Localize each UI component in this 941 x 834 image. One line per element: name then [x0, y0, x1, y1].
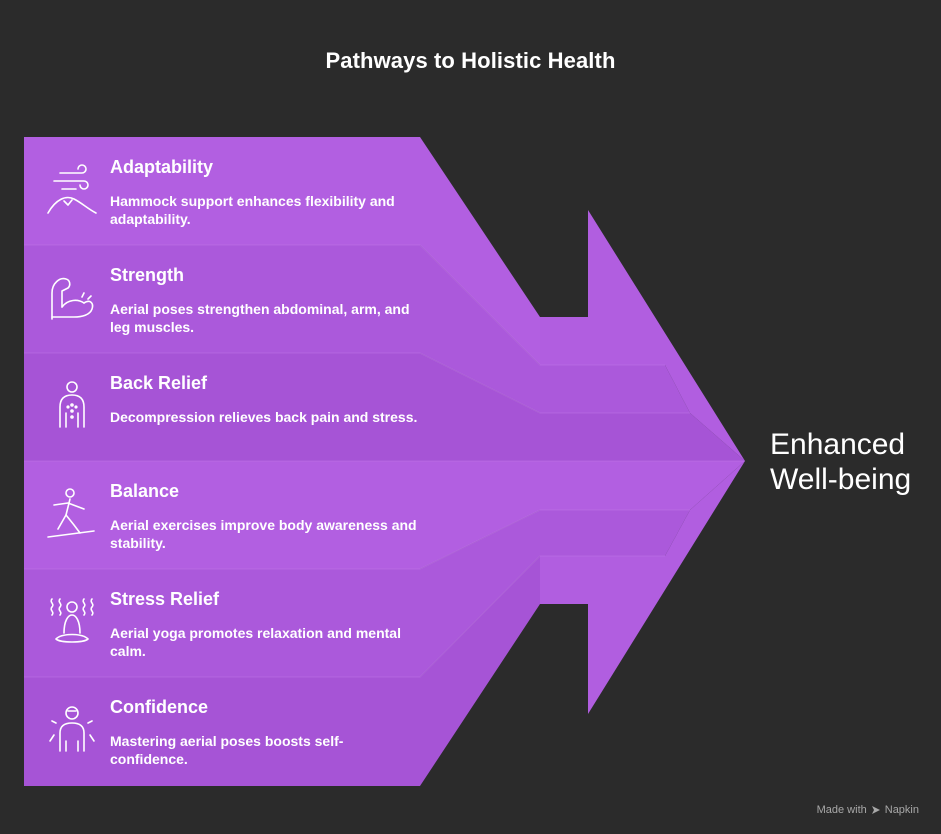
flexed-arm-icon: [44, 269, 100, 325]
item-description: Aerial poses strengthen abdominal, arm, …: [110, 301, 410, 335]
meditating-person-icon: [44, 593, 100, 649]
made-with-credit[interactable]: Made with Napkin: [817, 804, 919, 816]
item-description: Aerial exercises improve body awareness …: [110, 517, 417, 551]
band-balance: [24, 461, 745, 569]
balancing-person-icon: [44, 485, 100, 541]
diagram-title: Pathways to Holistic Health: [325, 48, 616, 73]
band-adaptability: [24, 137, 588, 365]
item-description: Decompression relieves back pain and str…: [110, 409, 418, 425]
pathway-item-balance: Balance Aerial exercises improve body aw…: [24, 461, 424, 569]
credit-brand: Napkin: [884, 804, 919, 816]
item-label: Balance: [110, 481, 180, 501]
item-label: Confidence: [110, 697, 209, 717]
pathway-item-adaptability: Adaptability Hammock support enhances fl…: [24, 137, 424, 245]
band-stress-relief: [24, 510, 690, 677]
pathway-item-confidence: Confidence Mastering aerial poses boosts…: [24, 677, 424, 785]
item-label: Stress Relief: [110, 589, 220, 609]
band-strength: [24, 245, 690, 413]
band-back-relief: [24, 353, 745, 461]
pathway-item-stress-relief: Stress Relief Aerial yoga promotes relax…: [24, 569, 424, 677]
wind-mountain-icon: [44, 161, 100, 217]
item-label: Back Relief: [110, 373, 208, 393]
item-label: Adaptability: [110, 157, 214, 177]
item-description: Hammock support enhances flexibility and…: [110, 193, 395, 227]
outcome-label: Enhanced Well-being: [770, 428, 912, 496]
pathway-item-back-relief: Back Relief Decompression relieves back …: [24, 353, 424, 461]
credit-prefix: Made with: [816, 804, 867, 816]
person-back-icon: [44, 377, 100, 433]
arrow-head: [540, 210, 745, 714]
pathway-item-strength: Strength Aerial poses strengthen abdomin…: [24, 245, 424, 353]
napkin-logo-icon: [871, 805, 881, 815]
item-description: Mastering aerial poses boosts self-confi…: [110, 733, 344, 767]
band-confidence: [24, 556, 588, 786]
confident-person-icon: [44, 701, 100, 757]
item-description: Aerial yoga promotes relaxation and ment…: [110, 625, 401, 659]
item-label: Strength: [110, 265, 184, 285]
